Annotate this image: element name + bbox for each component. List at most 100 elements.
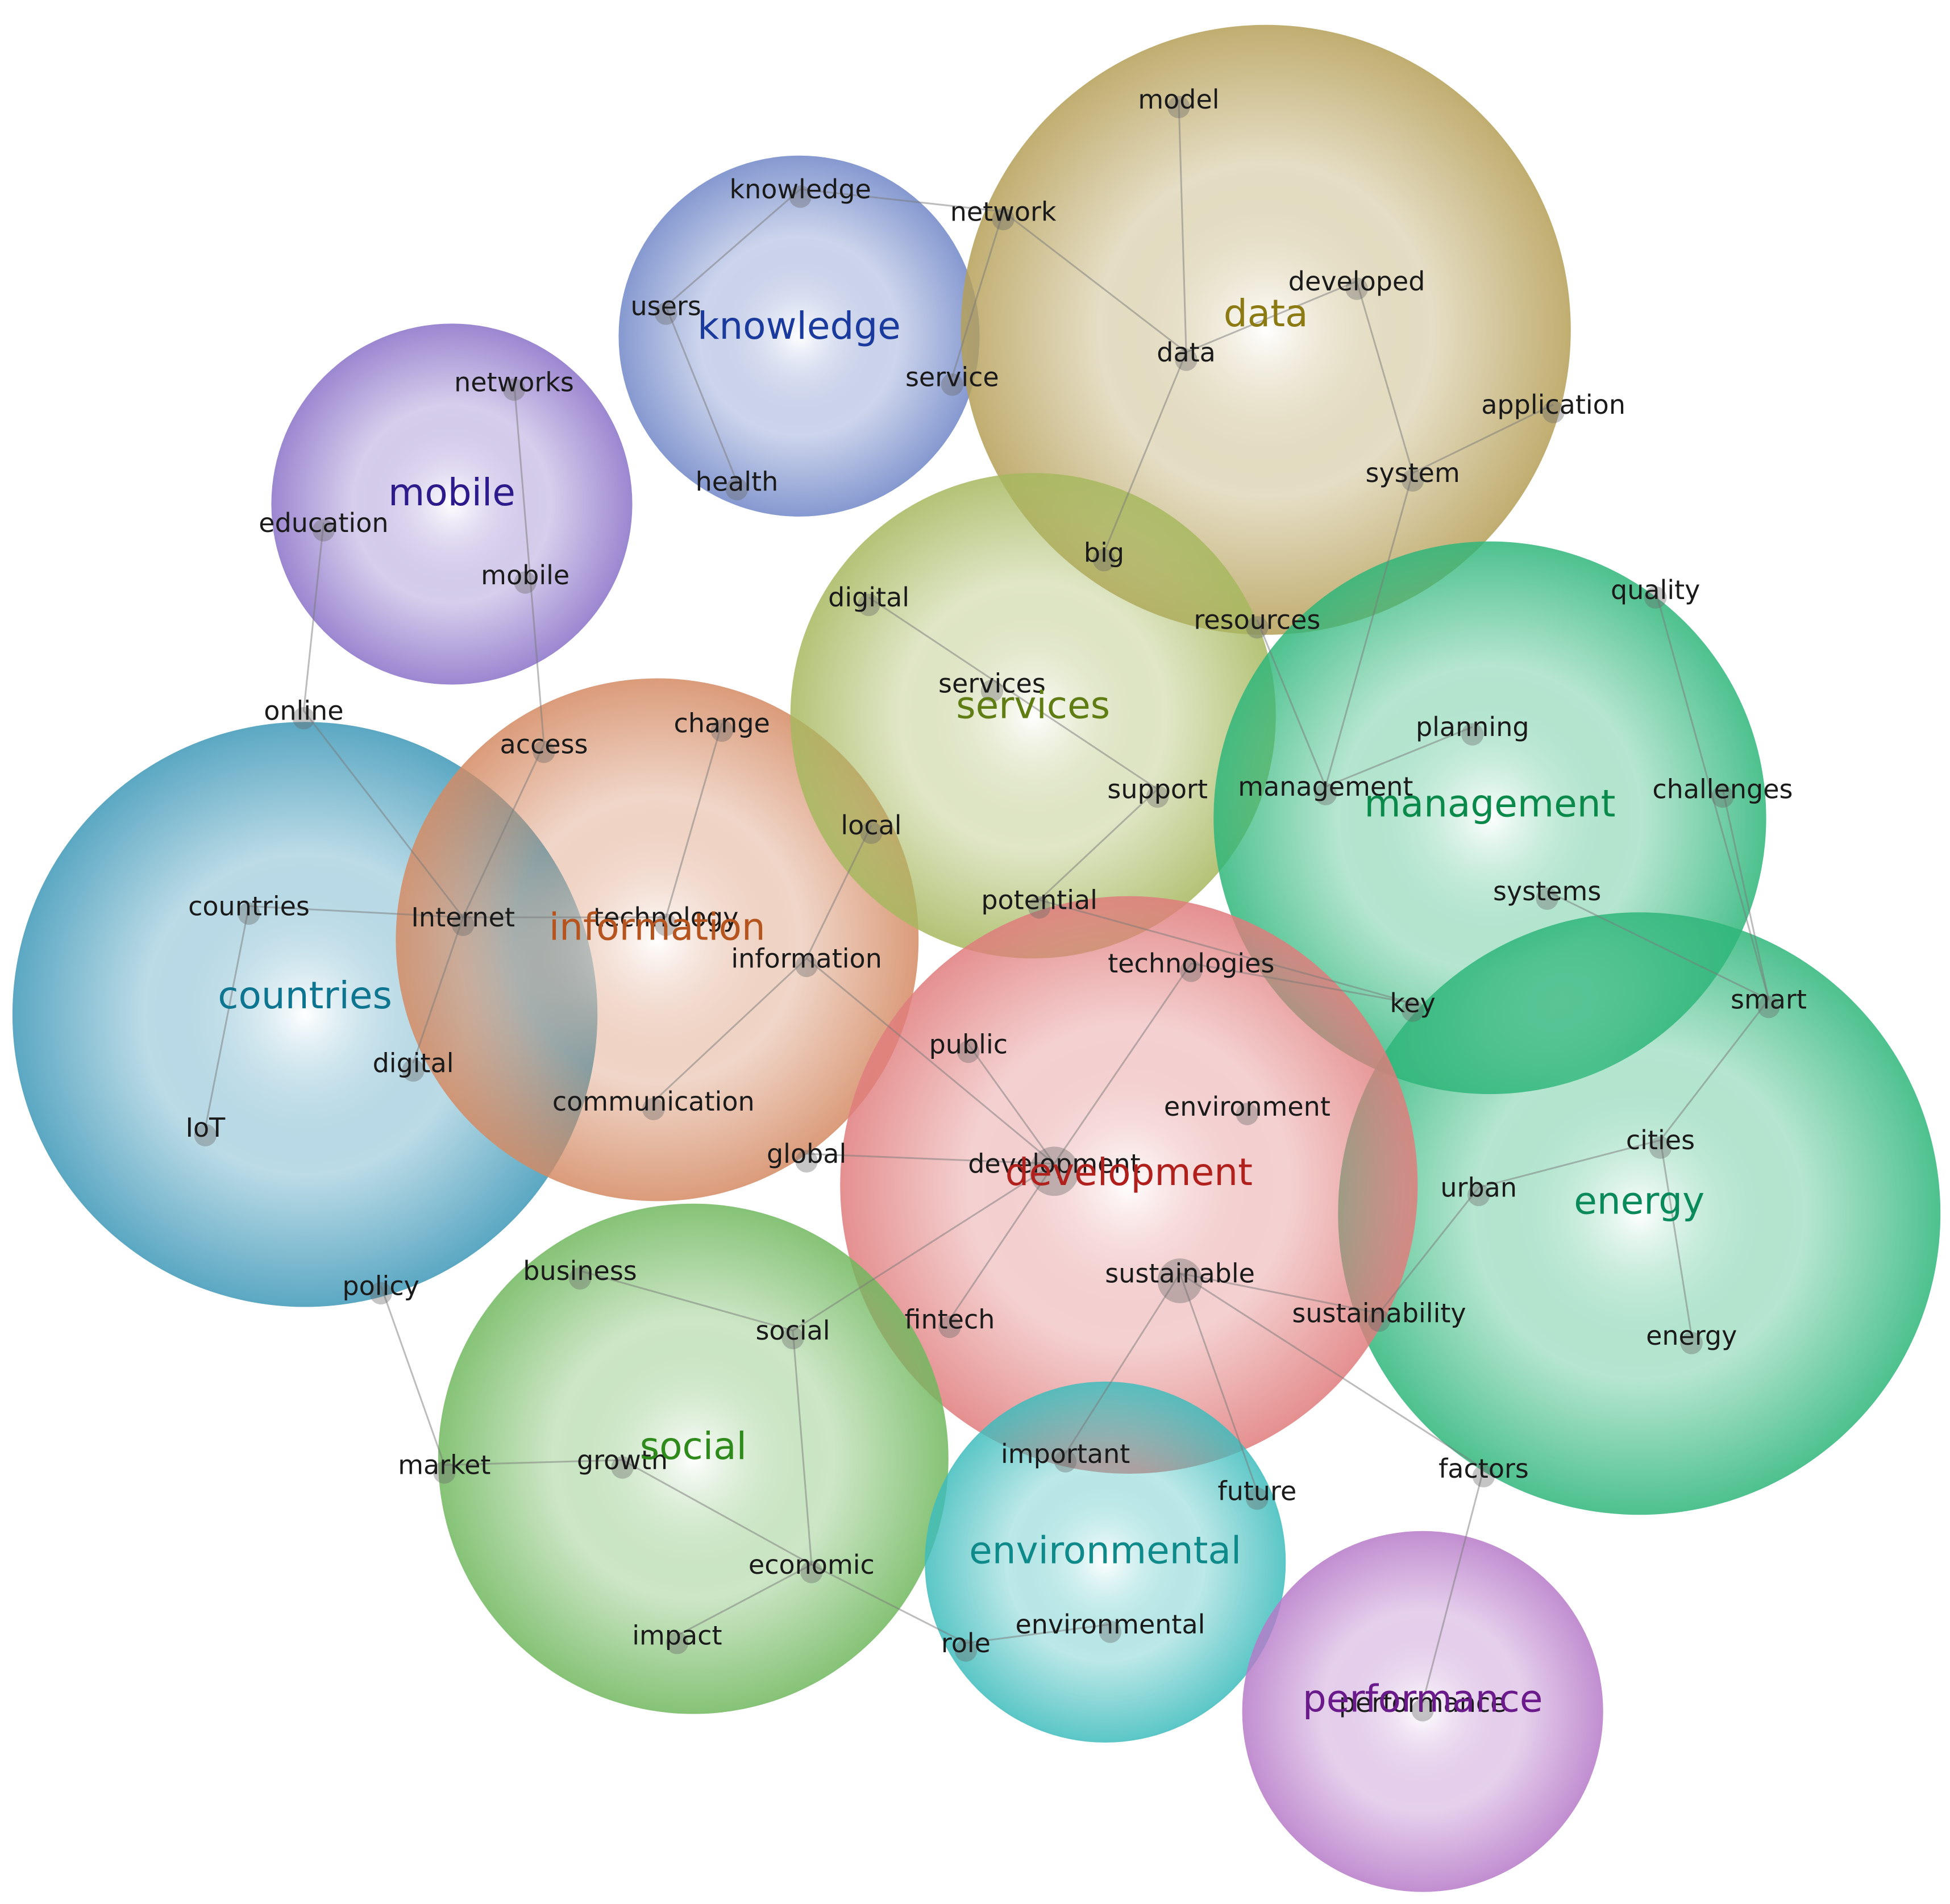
term-label-developed: developed <box>1288 266 1425 297</box>
term-label-economic: economic <box>749 1549 875 1580</box>
term-label-challenges: challenges <box>1652 774 1793 804</box>
term-label-technologies: technologies <box>1108 948 1274 979</box>
edge-systems-smart <box>1546 890 1769 1000</box>
term-label-business: business <box>523 1256 637 1286</box>
term-labels: modelknowledgenetworkdevelopedusersdatas… <box>185 84 1807 1718</box>
term-label-factors: factors <box>1438 1453 1529 1484</box>
term-label-management: management <box>1238 771 1413 802</box>
edge-role-environmental <box>966 1623 1111 1644</box>
cluster-bubble-data <box>961 24 1571 635</box>
term-label-networks: networks <box>454 367 574 397</box>
term-node-important <box>1054 1450 1077 1473</box>
term-node-development <box>1029 1146 1079 1196</box>
term-node-model <box>1167 95 1190 119</box>
term-node-impact <box>666 1632 689 1654</box>
edge-business-social <box>580 1270 793 1332</box>
term-node-sustainable <box>1157 1258 1203 1303</box>
edge-users-health <box>665 306 738 483</box>
term-label-big: big <box>1084 537 1124 568</box>
edge-sustainable-sustainability <box>1179 1272 1379 1314</box>
term-label-information: information <box>731 943 882 974</box>
term-label-access: access <box>500 729 588 760</box>
term-node-networks <box>502 378 526 401</box>
cluster-label-knowledge: knowledge <box>697 304 901 348</box>
term-node-resources <box>1246 616 1269 639</box>
term-label-sustainability: sustainability <box>1292 1298 1466 1328</box>
term-node-digital_countries <box>402 1059 425 1082</box>
term-label-systems: systems <box>1493 876 1601 907</box>
edge-internet-digital_countries <box>412 917 464 1063</box>
term-label-energy: energy <box>1646 1320 1737 1351</box>
term-label-countries: countries <box>188 891 310 921</box>
term-node-support <box>1146 785 1169 808</box>
edge-data-developed <box>1186 280 1357 354</box>
term-node-management <box>1314 783 1337 805</box>
term-label-planning: planning <box>1416 712 1529 742</box>
edge-countries-iot <box>204 906 250 1128</box>
term-node-environmental <box>1099 1620 1122 1643</box>
term-label-growth: growth <box>577 1445 668 1475</box>
edge-knowledge-network <box>800 188 1004 213</box>
term-node-planning <box>1461 723 1484 746</box>
edge-knowledge-users <box>665 188 801 307</box>
term-label-mobile: mobile <box>481 560 569 591</box>
term-node-technology <box>654 913 677 936</box>
cluster-bubbles <box>12 24 1941 1892</box>
term-node-knowledge <box>789 185 812 208</box>
term-label-role: role <box>941 1628 991 1658</box>
term-node-digital_services <box>857 593 880 617</box>
term-node-online <box>292 706 315 730</box>
edge-information-communication <box>652 958 808 1103</box>
cluster-bubble-environmental <box>925 1381 1286 1743</box>
term-node-sustainability <box>1367 1309 1391 1332</box>
term-nodes <box>194 95 1780 1722</box>
cluster-label-social: social <box>640 1424 747 1468</box>
term-label-development: development <box>968 1149 1140 1179</box>
cluster-label-management: management <box>1364 782 1615 826</box>
term-label-users: users <box>630 291 701 322</box>
edge-social-economic <box>792 1330 813 1565</box>
term-node-information <box>795 954 818 978</box>
term-node-network <box>992 207 1015 231</box>
term-node-systems <box>1536 887 1558 910</box>
term-label-potential: potential <box>981 884 1097 915</box>
edge-planning-management <box>1325 726 1473 788</box>
term-node-urban <box>1467 1183 1490 1207</box>
term-node-access <box>533 741 555 763</box>
edge-public-development <box>967 1044 1055 1165</box>
edge-system-application <box>1412 404 1554 474</box>
edge-development-fintech <box>949 1163 1055 1320</box>
term-node-internet <box>451 913 475 936</box>
cluster-bubble-information <box>396 678 919 1202</box>
edge-information-development <box>806 958 1055 1165</box>
edge-access-internet <box>462 743 545 918</box>
edge-technologies-key <box>1191 962 1413 1004</box>
co-occurrence-edges <box>204 99 1770 1703</box>
edge-policy-market <box>380 1285 446 1466</box>
term-node-quality <box>1644 586 1667 609</box>
term-node-role <box>954 1639 978 1662</box>
term-node-education <box>312 519 335 542</box>
term-node-users <box>654 302 677 325</box>
term-node-market <box>433 1461 456 1484</box>
term-node-application <box>1542 401 1565 423</box>
edge-factors-performance <box>1421 1468 1485 1703</box>
term-node-services <box>980 679 1004 702</box>
edge-development-social <box>792 1163 1055 1332</box>
term-node-challenges <box>1711 785 1734 808</box>
term-label-change: change <box>674 708 770 738</box>
edge-global-development <box>806 1153 1054 1165</box>
edge-sustainable-future <box>1179 1273 1258 1492</box>
term-label-fintech: fintech <box>905 1304 995 1335</box>
term-label-market: market <box>398 1450 490 1481</box>
term-node-service <box>941 373 964 396</box>
term-node-developed <box>1345 277 1368 300</box>
term-node-communication <box>642 1097 665 1121</box>
term-label-performance: performance <box>1339 1687 1507 1718</box>
term-node-public <box>957 1040 980 1063</box>
term-node-system <box>1401 469 1424 492</box>
term-node-local <box>860 821 883 844</box>
cluster-label-data: data <box>1224 292 1308 335</box>
term-node-economic <box>800 1561 823 1583</box>
